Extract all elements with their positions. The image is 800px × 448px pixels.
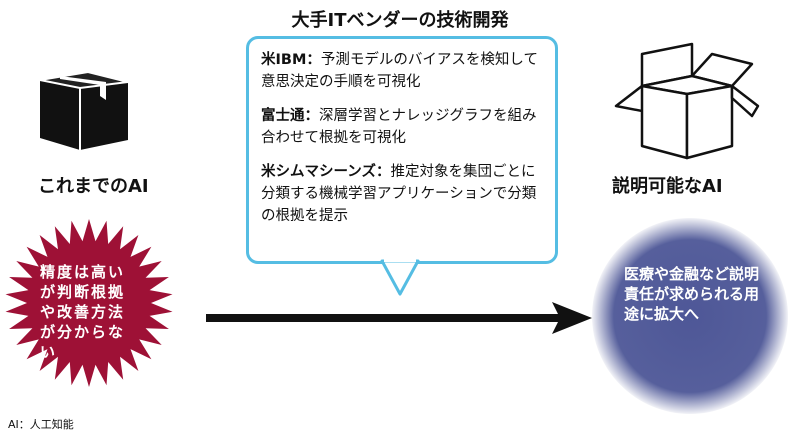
- starburst-shape: [5, 219, 173, 387]
- diagram-title: 大手ITベンダーの技術開発: [291, 10, 509, 31]
- progress-arrow: [206, 302, 592, 334]
- closed-box-icon: [39, 70, 129, 150]
- footnote: AI：人工知能: [8, 418, 74, 431]
- vendor-ibm-text: 予測モデルのバイアスを検知して意思決定の手順を可視化: [261, 52, 538, 90]
- vendor-simmachines-name: 米シムマシーンズ：: [261, 164, 391, 180]
- current-ai-problem: 精度は高いが判断根拠や改善方法が分からない: [40, 263, 126, 361]
- vendor-fujitsu: 富士通：深層学習とナレッジグラフを組み合わせて根拠を可視化: [261, 105, 545, 149]
- vendor-simmachines: 米シムマシーンズ：推定対象を集団ごとに分類する機械学習アプリケーションで分類の根…: [261, 161, 545, 227]
- explainable-ai-outlook: 医療や金融など説明責任が求められる用途に拡大へ: [624, 265, 760, 323]
- callout-tail: [380, 258, 420, 296]
- current-ai-label: これまでのAI: [38, 176, 149, 197]
- vendor-simmachines-text: 推定対象を集団ごとに分類する機械学習アプリケーションで分類の根拠を提示: [261, 164, 537, 224]
- open-box-icon: [614, 42, 760, 160]
- glow-circle: [592, 218, 788, 414]
- explainable-ai-label: 説明可能なAI: [612, 176, 723, 197]
- vendor-fujitsu-name: 富士通：: [261, 108, 319, 124]
- vendor-ibm-name: 米IBM：: [261, 52, 321, 68]
- vendor-ibm: 米IBM：予測モデルのバイアスを検知して意思決定の手順を可視化: [261, 49, 545, 93]
- starburst-polygon: [5, 219, 173, 387]
- vendor-callout: 米IBM：予測モデルのバイアスを検知して意思決定の手順を可視化 富士通：深層学習…: [246, 36, 558, 264]
- vendor-fujitsu-text: 深層学習とナレッジグラフを組み合わせて根拠を可視化: [261, 108, 537, 146]
